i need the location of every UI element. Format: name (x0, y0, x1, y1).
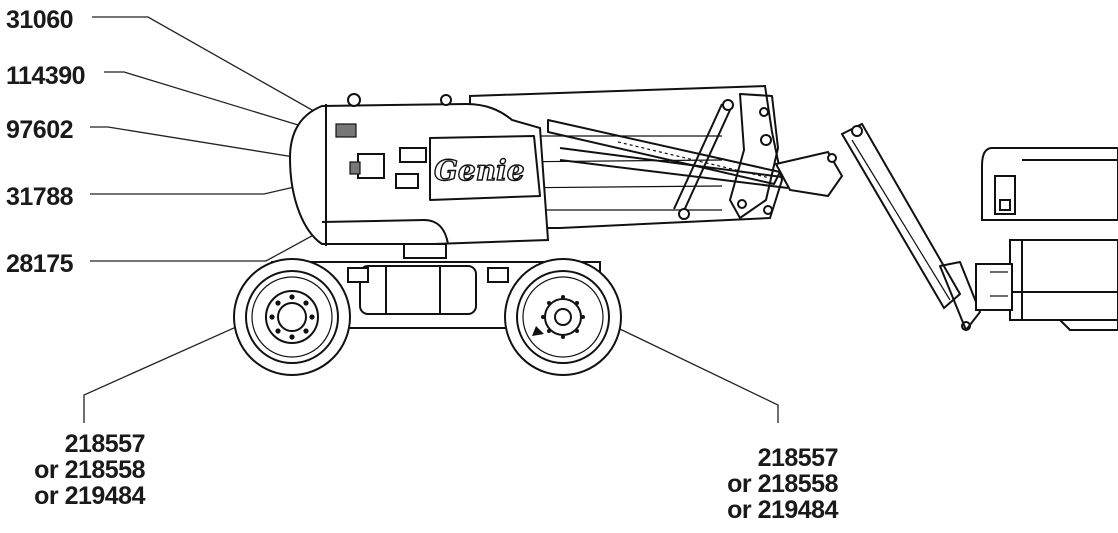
front-wheel (233, 258, 351, 376)
label-31788: 31788 (6, 183, 74, 211)
genie-logo: Genie (434, 154, 525, 187)
machine-drawing: Genie (233, 84, 1118, 376)
leader-lines (83, 16, 779, 423)
rear-wheel-callout: 218557 or 218558 or 219484 (727, 444, 839, 524)
front-wheel-line-2: or 218558 (34, 456, 145, 484)
rear-wheel-line-2: or 218558 (727, 470, 838, 498)
decal-31788 (357, 153, 385, 179)
label-28175: 28175 (6, 250, 74, 278)
turntable: Genie (288, 93, 550, 246)
decal-31060 (335, 123, 357, 138)
decal-97602 (349, 161, 361, 175)
rear-wheel-line-1: 218557 (758, 444, 838, 472)
platform (975, 147, 1118, 331)
rear-wheel (504, 258, 622, 376)
boom (469, 84, 981, 331)
label-114390: 114390 (6, 62, 85, 90)
decal-28175 (395, 173, 419, 189)
front-wheel-line-3: or 219484 (34, 482, 145, 510)
decal-114390 (399, 147, 427, 163)
label-31060: 31060 (6, 6, 73, 34)
leader-31060 (92, 16, 343, 128)
leader-97602 (90, 126, 357, 168)
front-wheel-callout: 218557 or 218558 or 219484 (34, 430, 146, 510)
label-97602: 97602 (6, 116, 73, 144)
front-wheel-line-1: 218557 (65, 430, 145, 458)
rear-wheel-line-3: or 219484 (727, 496, 838, 524)
